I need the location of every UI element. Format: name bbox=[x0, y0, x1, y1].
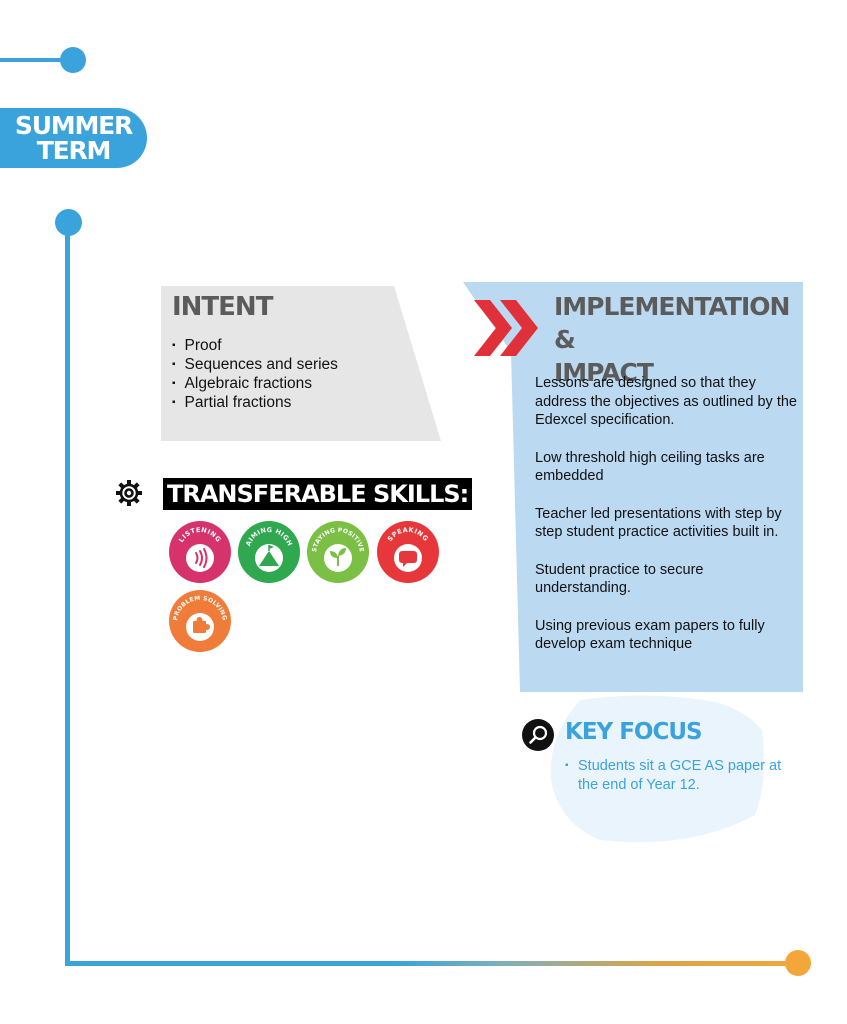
puzzle-piece-icon bbox=[193, 617, 210, 633]
implementation-title: IMPLEMENTATION & IMPACT bbox=[554, 290, 804, 389]
term-line2: TERM bbox=[36, 136, 112, 165]
implementation-paragraph: Using previous exam papers to fully deve… bbox=[535, 617, 765, 653]
listening-badge: LISTENING bbox=[169, 521, 231, 583]
timeline-vertical-dot bbox=[55, 209, 82, 236]
implementation-paragraph: Teacher led presentations with step by s… bbox=[535, 505, 782, 541]
timeline-vertical-line bbox=[65, 222, 70, 966]
timeline-top-line bbox=[0, 58, 72, 62]
intent-item: Algebraic fractions bbox=[172, 374, 338, 393]
gear-icon bbox=[116, 480, 142, 506]
staying-positive-badge: STAYING POSITIVE bbox=[307, 521, 369, 583]
speech-bubble-icon bbox=[399, 551, 417, 567]
sound-waves-icon bbox=[195, 548, 208, 568]
key-focus-list: Students sit a GCE AS paper at the end o… bbox=[565, 757, 785, 794]
implementation-text: Lessons are designed so that they addres… bbox=[535, 374, 797, 673]
aiming-high-badge: AIMING HIGH bbox=[238, 521, 300, 583]
intent-item: Sequences and series bbox=[172, 355, 338, 374]
term-line1: SUMMER bbox=[14, 111, 133, 140]
speaking-badge: SPEAKING bbox=[377, 521, 439, 583]
implementation-title-line2: IMPACT bbox=[554, 358, 654, 387]
intent-list: Proof Sequences and series Algebraic fra… bbox=[172, 336, 338, 412]
implementation-paragraph: Lessons are designed so that they addres… bbox=[535, 375, 797, 428]
magnifier-icon bbox=[522, 719, 554, 751]
timeline-end-dot bbox=[785, 950, 811, 976]
sprout-icon bbox=[330, 548, 346, 566]
implementation-title-line1: IMPLEMENTATION & bbox=[554, 292, 790, 354]
term-label: SUMMER TERM bbox=[0, 108, 147, 168]
intent-title: INTENT bbox=[172, 292, 273, 322]
timeline-top-dot bbox=[60, 47, 86, 73]
transferable-skills-heading: TRANSFERABLE SKILLS: bbox=[163, 478, 473, 510]
key-focus-title: KEY FOCUS bbox=[565, 719, 703, 745]
intent-item: Proof bbox=[172, 336, 338, 355]
timeline-bottom-line bbox=[65, 961, 800, 966]
implementation-paragraph: Low threshold high ceiling tasks are emb… bbox=[535, 449, 765, 485]
implementation-panel bbox=[463, 282, 803, 692]
intent-item: Partial fractions bbox=[172, 393, 338, 412]
problem-solving-badge: PROBLEM SOLVING bbox=[169, 590, 231, 652]
implementation-paragraph: Student practice to secure understanding… bbox=[535, 561, 704, 597]
key-focus-item: Students sit a GCE AS paper at the end o… bbox=[565, 757, 785, 794]
mountain-flag-icon bbox=[259, 545, 279, 566]
double-chevron-icon bbox=[474, 300, 538, 356]
